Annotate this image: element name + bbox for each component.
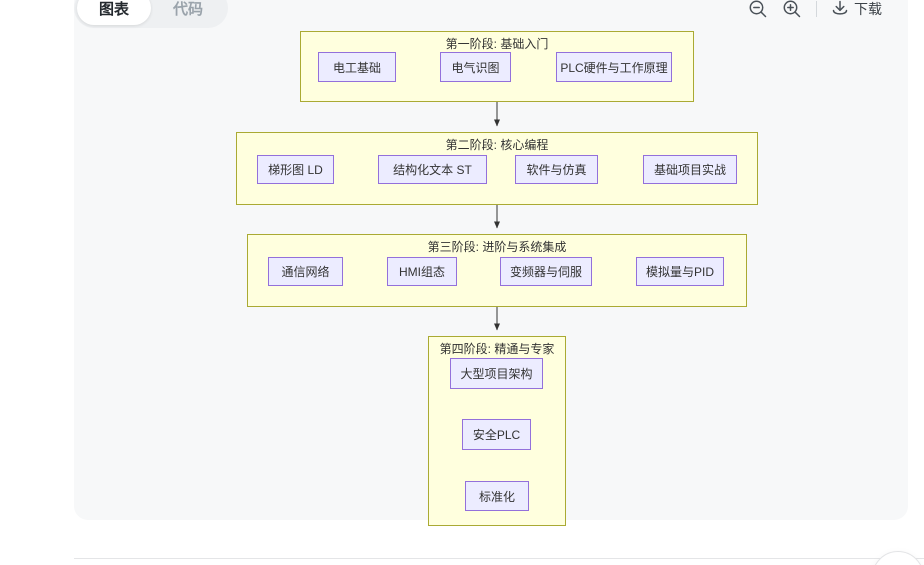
node-plc-hardware[interactable]: PLC硬件与工作原理 — [556, 52, 672, 82]
zoom-in-button[interactable] — [782, 0, 802, 19]
tab-chart[interactable]: 图表 — [77, 0, 152, 25]
download-label: 下载 — [854, 1, 882, 17]
node-safety-plc[interactable]: 安全PLC — [462, 419, 531, 450]
stage-1-title: 第一阶段: 基础入门 — [445, 37, 549, 51]
node-standardization[interactable]: 标准化 — [465, 481, 529, 511]
node-software-simulation[interactable]: 软件与仿真 — [515, 155, 598, 184]
node-electrical-drawings[interactable]: 电气识图 — [440, 52, 511, 82]
node-large-project-architecture[interactable]: 大型项目架构 — [450, 358, 543, 389]
tab-code[interactable]: 代码 — [173, 0, 204, 18]
node-vfd-servo[interactable]: 变频器与伺服 — [500, 257, 592, 286]
node-basic-projects[interactable]: 基础项目实战 — [643, 155, 737, 184]
node-structured-text[interactable]: 结构化文本 ST — [378, 155, 487, 184]
toolbar-divider — [816, 1, 817, 17]
download-icon — [831, 0, 849, 18]
zoom-out-button[interactable] — [748, 0, 768, 19]
download-button[interactable]: 下载 — [831, 0, 882, 19]
view-tab-group: 图表 代码 — [74, 0, 229, 28]
zoom-in-icon — [782, 0, 802, 19]
node-electrical-basics[interactable]: 电工基础 — [318, 52, 396, 82]
bottom-divider — [74, 558, 924, 559]
preview-toolbar: 下载 — [748, 0, 882, 22]
zoom-out-icon — [748, 0, 768, 19]
stage-2-title: 第二阶段: 核心编程 — [445, 138, 549, 152]
stage-4-title: 第四阶段: 精通与专家 — [439, 342, 555, 356]
node-hmi-configuration[interactable]: HMI组态 — [387, 257, 457, 286]
node-analog-pid[interactable]: 模拟量与PID — [636, 257, 724, 286]
node-communication-network[interactable]: 通信网络 — [268, 257, 343, 286]
stage-3-title: 第三阶段: 进阶与系统集成 — [427, 240, 567, 254]
node-ladder-diagram[interactable]: 梯形图 LD — [257, 155, 334, 184]
